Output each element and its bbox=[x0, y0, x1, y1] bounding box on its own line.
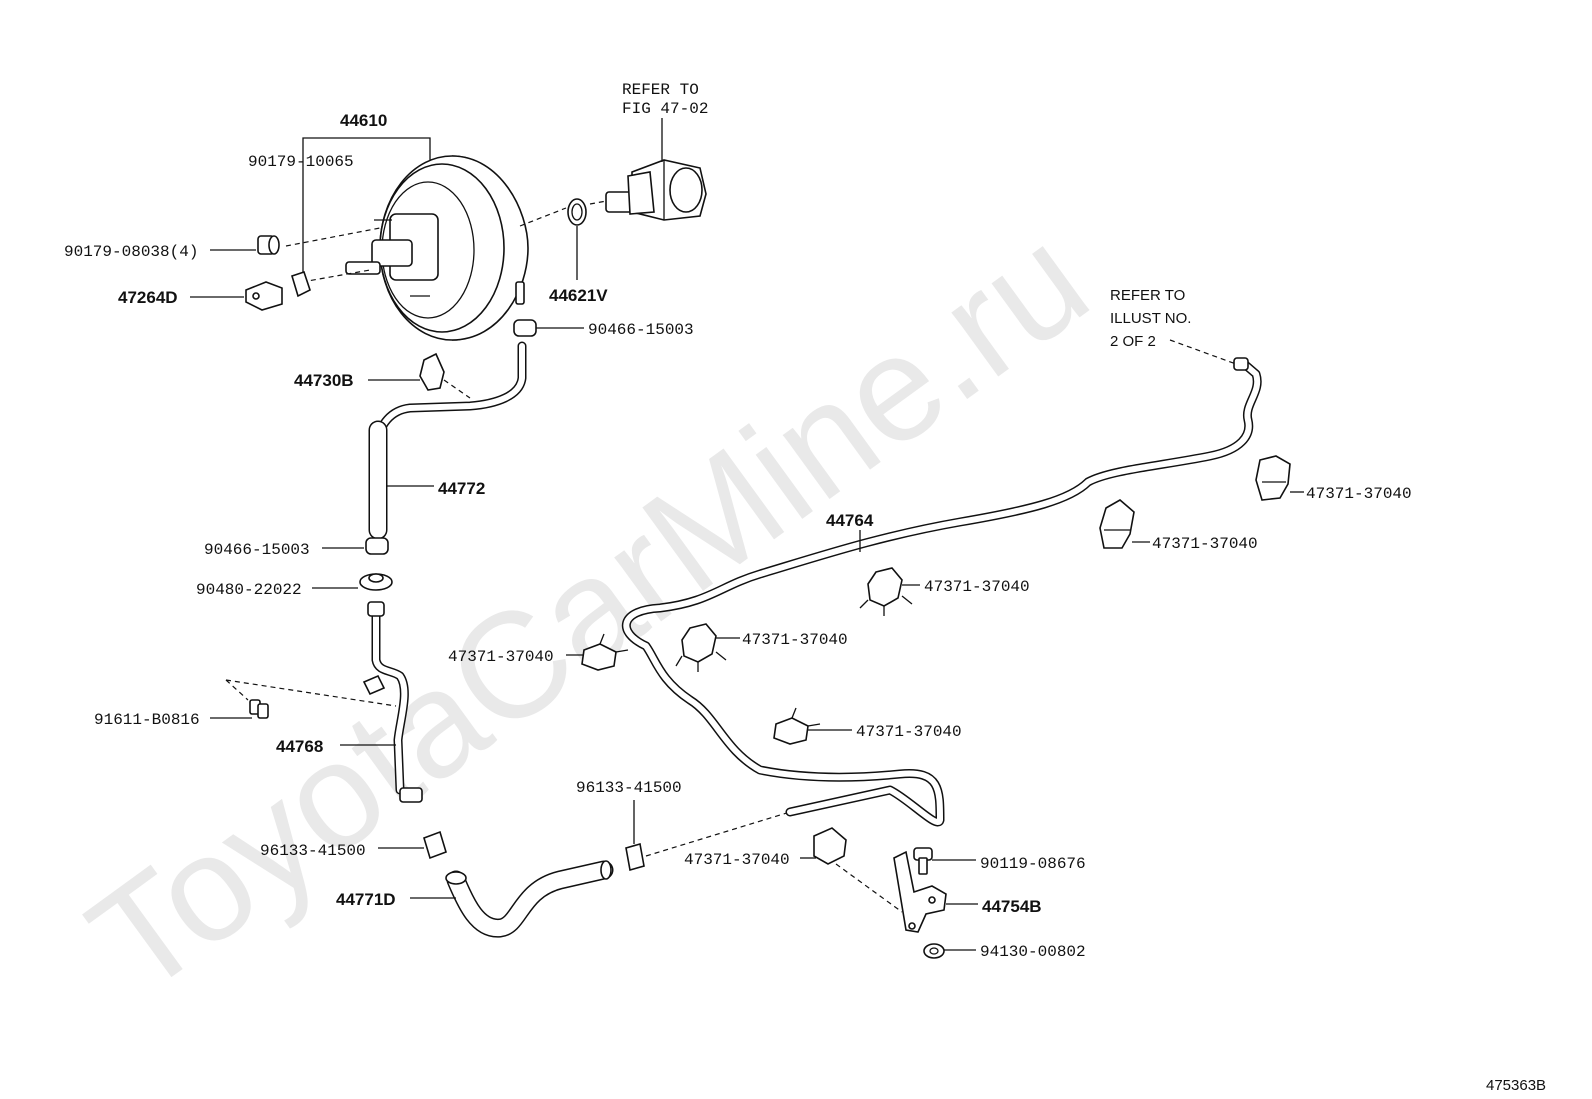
master-cylinder[interactable] bbox=[605, 159, 707, 221]
clamp-96133-mid-part[interactable] bbox=[625, 842, 645, 872]
label-47371-e: 47371-37040 bbox=[448, 648, 554, 666]
label-refer-illust-line2: ILLUST NO. bbox=[1110, 310, 1191, 327]
clip-47371-f-part[interactable] bbox=[773, 707, 821, 745]
nut-guide-line bbox=[285, 227, 381, 247]
pipe-44768[interactable] bbox=[362, 601, 423, 803]
clamp-96133-left-part[interactable] bbox=[423, 830, 447, 860]
label-47371-c: 47371-37040 bbox=[924, 578, 1030, 596]
label-96133-41500-mid: 96133-41500 bbox=[576, 779, 682, 797]
gasket-part[interactable] bbox=[567, 198, 587, 226]
label-90179-08038: 90179-08038(4) bbox=[64, 243, 198, 261]
hose-guide-line bbox=[645, 811, 791, 857]
bracket-47264d-part[interactable] bbox=[245, 281, 283, 311]
clamp-44730b-part[interactable] bbox=[419, 352, 445, 391]
clip-upper-part[interactable] bbox=[513, 319, 537, 337]
label-44610: 44610 bbox=[340, 111, 387, 130]
label-91611-b0816: 91611-B0816 bbox=[94, 711, 200, 729]
label-refer-fig-line2: FIG 47-02 bbox=[622, 100, 708, 118]
hose-44771d[interactable] bbox=[445, 860, 614, 938]
clip-lower-part[interactable] bbox=[365, 537, 389, 555]
label-90466-15003-lower: 90466-15003 bbox=[204, 541, 310, 559]
label-44772: 44772 bbox=[438, 479, 485, 498]
label-90480-22022: 90480-22022 bbox=[196, 581, 302, 599]
brake-booster[interactable] bbox=[345, 155, 529, 341]
label-47371-g: 47371-37040 bbox=[684, 851, 790, 869]
stud-part[interactable] bbox=[291, 270, 311, 298]
watermark-text: ToyotaCarMine.ru bbox=[60, 194, 1116, 1026]
label-47371-a: 47371-37040 bbox=[1306, 485, 1412, 503]
label-refer-illust-line3: 2 OF 2 bbox=[1110, 333, 1156, 350]
leader-44610 bbox=[302, 137, 431, 272]
bolt-90119-part[interactable] bbox=[913, 847, 933, 875]
label-94130-00802: 94130-00802 bbox=[980, 943, 1086, 961]
clip-47371-d-part[interactable] bbox=[675, 623, 727, 672]
nut-part[interactable] bbox=[257, 235, 280, 255]
clip-47371-b-part[interactable] bbox=[1099, 499, 1135, 549]
label-96133-41500-left: 96133-41500 bbox=[260, 842, 366, 860]
label-47264d: 47264D bbox=[118, 288, 178, 307]
label-47371-f: 47371-37040 bbox=[856, 723, 962, 741]
clip-47371-a-part[interactable] bbox=[1255, 455, 1291, 501]
bolt-guide-up bbox=[225, 679, 249, 701]
gasket-guide-line bbox=[519, 207, 567, 227]
label-refer-fig-line1: REFER TO bbox=[622, 81, 699, 99]
figure-code: 475363B bbox=[1486, 1077, 1546, 1094]
bolt-91611-part[interactable] bbox=[249, 699, 269, 719]
clip-g-guide-line bbox=[835, 863, 903, 913]
label-90466-15003-upper: 90466-15003 bbox=[588, 321, 694, 339]
vacuum-tube-44764[interactable] bbox=[621, 357, 1262, 827]
clip-47371-e-part[interactable] bbox=[581, 633, 629, 671]
nut-94130-part[interactable] bbox=[923, 943, 945, 959]
label-44754b: 44754B bbox=[982, 897, 1042, 916]
label-44621v: 44621V bbox=[549, 286, 608, 305]
label-90179-10065: 90179-10065 bbox=[248, 153, 354, 171]
label-90119-08676: 90119-08676 bbox=[980, 855, 1086, 873]
label-44768: 44768 bbox=[276, 737, 323, 756]
label-47371-d: 47371-37040 bbox=[742, 631, 848, 649]
grommet-part[interactable] bbox=[359, 573, 393, 591]
bolt-guide-pipe bbox=[225, 679, 397, 707]
label-44730b: 44730B bbox=[294, 371, 354, 390]
label-44764: 44764 bbox=[826, 511, 874, 530]
label-44771d: 44771D bbox=[336, 890, 396, 909]
vacuum-hose-44772[interactable] bbox=[368, 341, 527, 540]
clip-47371-g-part[interactable] bbox=[813, 827, 847, 865]
label-refer-illust-line1: REFER TO bbox=[1110, 287, 1185, 304]
refer-illust-guide bbox=[1169, 339, 1237, 365]
clamp-guide-line bbox=[443, 379, 471, 399]
bracket-44754b-part[interactable] bbox=[893, 850, 947, 933]
pin-guide-line bbox=[301, 269, 371, 283]
label-47371-b: 47371-37040 bbox=[1152, 535, 1258, 553]
clip-47371-c-part[interactable] bbox=[859, 567, 913, 616]
